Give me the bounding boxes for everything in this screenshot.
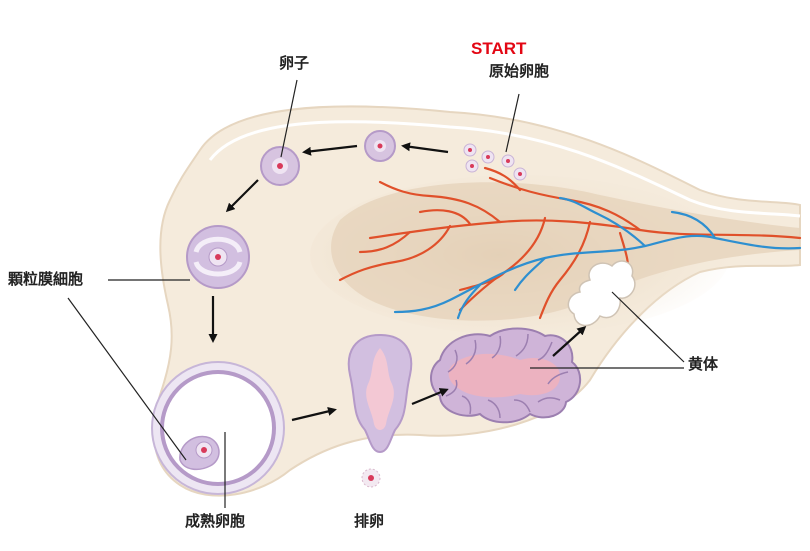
leader-primordial (505, 93, 520, 153)
corpus-luteum (430, 327, 582, 424)
leader-ovum (280, 79, 298, 158)
corpus-luteum-label: 黄体 (688, 355, 719, 373)
arrow-secondary-to-antral (225, 179, 259, 213)
arrow-ovulation-to-corpus-luteum (411, 388, 449, 406)
corpus-albicans (567, 260, 636, 327)
veins (393, 196, 802, 320)
released-ovum (361, 468, 381, 488)
mature-follicle-label: 成熟卵胞 (185, 512, 246, 530)
leader-granulosa-mature (67, 297, 187, 461)
mature-follicle (151, 361, 285, 495)
arrow-primary-to-secondary (302, 144, 358, 156)
cycle-arrows (208, 142, 587, 422)
arrow-corpus-luteum-to-albicans (552, 325, 587, 357)
primary-follicle (364, 130, 396, 162)
primordial-follicle-label: 原始卵胞 (489, 62, 550, 80)
antral-follicle (186, 225, 250, 289)
ovum-label: 卵子 (279, 54, 310, 72)
primordial-follicles (463, 143, 527, 181)
start-label: START (471, 39, 527, 58)
leader-lines (67, 79, 685, 508)
arrow-primordial-to-primary (401, 142, 449, 154)
secondary-follicle (260, 146, 300, 186)
arrow-mature-to-ovulation (291, 407, 337, 422)
ovulation-label: 排卵 (354, 512, 385, 530)
granulosa-cells-label: 顆粒膜細胞 (8, 270, 84, 288)
leader-corpus-albicans (611, 291, 685, 363)
ovulating-follicle (347, 333, 413, 454)
